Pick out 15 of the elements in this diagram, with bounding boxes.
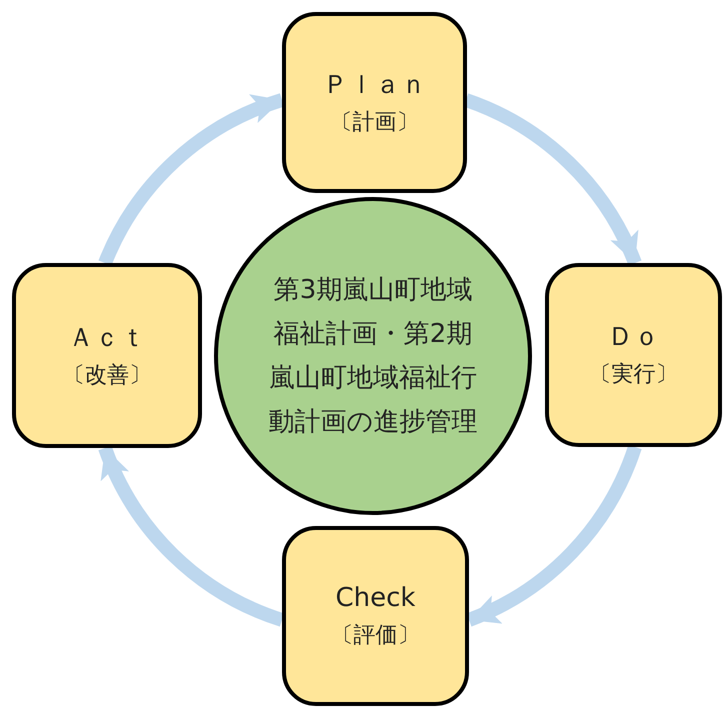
phase-title: Ａｃｔ bbox=[68, 322, 146, 354]
phase-title: Ｐｌａｎ bbox=[322, 68, 426, 102]
phase-subtitle: 〔評価〕 bbox=[332, 622, 420, 650]
phase-subtitle: 〔計画〕 bbox=[330, 108, 418, 136]
process-box bbox=[545, 263, 722, 447]
process-box bbox=[282, 12, 467, 193]
phase-subtitle: 〔改善〕 bbox=[63, 362, 151, 390]
process-box bbox=[12, 263, 202, 448]
curved-arrow bbox=[98, 93, 284, 266]
center-text: 第3期嵐山町地域福祉計画・第2期嵐山町地域福祉行動計画の進捗管理 bbox=[268, 274, 478, 439]
phase-title: Ｄｏ bbox=[608, 321, 660, 354]
phase-title: Check bbox=[336, 582, 416, 615]
curved-arrow bbox=[98, 445, 284, 627]
process-box bbox=[282, 526, 469, 706]
phase-subtitle: 〔実行〕 bbox=[590, 361, 678, 389]
